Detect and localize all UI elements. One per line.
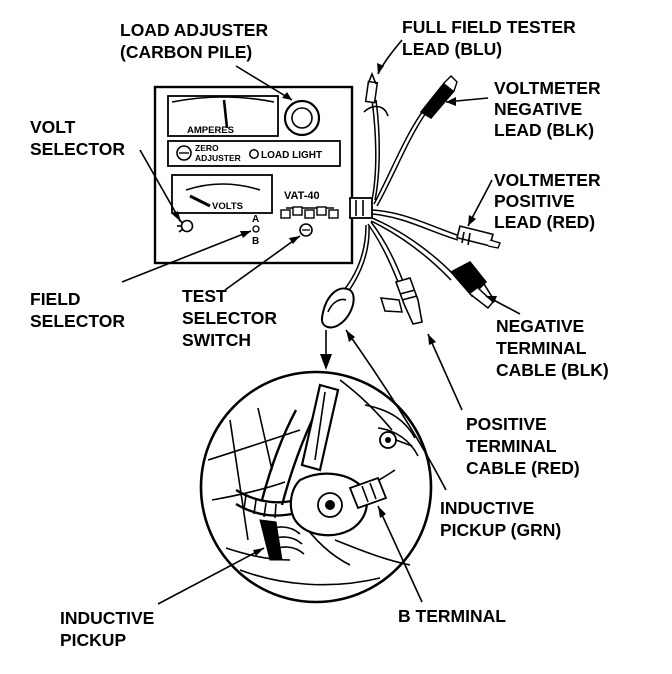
- svg-text:TERMINAL: TERMINAL: [466, 436, 557, 456]
- svg-text:SELECTOR: SELECTOR: [30, 311, 125, 331]
- load-adjuster-label: LOAD ADJUSTER (CARBON PILE): [120, 20, 268, 62]
- test-selector-bank: [280, 206, 339, 237]
- load-adjuster-knob: [283, 99, 321, 137]
- svg-text:TEST: TEST: [182, 286, 227, 306]
- zero-text: ZERO: [195, 143, 219, 153]
- svg-text:FULL FIELD TESTER: FULL FIELD TESTER: [402, 17, 576, 37]
- svg-text:TERMINAL: TERMINAL: [496, 338, 587, 358]
- callout-labels: LOAD ADJUSTER (CARBON PILE) FULL FIELD T…: [30, 17, 609, 650]
- inductive-pickup-label: INDUCTIVE PICKUP: [60, 608, 154, 650]
- svg-text:INDUCTIVE: INDUCTIVE: [60, 608, 154, 628]
- svg-text:VOLTMETER: VOLTMETER: [494, 78, 601, 98]
- field-selector: A B: [252, 214, 260, 247]
- svg-text:VOLT: VOLT: [30, 117, 76, 137]
- load-light-text: LOAD LIGHT: [261, 150, 322, 161]
- svg-text:SELECTOR: SELECTOR: [182, 308, 277, 328]
- field-selector-label: FIELD SELECTOR: [30, 289, 125, 331]
- tester-unit: AMPERES ZERO ADJUSTER LOAD LIGHT VOLTS V…: [153, 85, 373, 265]
- b-terminal-label: B TERMINAL: [398, 606, 506, 626]
- svg-text:LOAD ADJUSTER: LOAD ADJUSTER: [120, 20, 268, 40]
- test-selector-switch-label: TEST SELECTOR SWITCH: [182, 286, 277, 350]
- leader-lines: [121, 39, 521, 605]
- svg-text:POSITIVE: POSITIVE: [466, 414, 547, 434]
- svg-text:SWITCH: SWITCH: [182, 330, 251, 350]
- voltmeter-positive-lead-label: VOLTMETER POSITIVE LEAD (RED): [494, 170, 601, 232]
- svg-text:POSITIVE: POSITIVE: [494, 191, 575, 211]
- ammeter-gauge: AMPERES: [167, 95, 279, 137]
- volt-selector-label: VOLT SELECTOR: [30, 117, 125, 159]
- cables: [320, 71, 501, 329]
- svg-text:INDUCTIVE: INDUCTIVE: [440, 498, 534, 518]
- volts-text: VOLTS: [212, 201, 243, 212]
- full-field-tester-lead-label: FULL FIELD TESTER LEAD (BLU): [402, 17, 576, 59]
- svg-text:LEAD (RED): LEAD (RED): [494, 212, 595, 232]
- load-light-indicator: [249, 149, 259, 159]
- svg-text:NEGATIVE: NEGATIVE: [496, 316, 584, 336]
- positive-terminal-cable-label: POSITIVE TERMINAL CABLE (RED): [466, 414, 580, 478]
- svg-text:PICKUP (GRN): PICKUP (GRN): [440, 520, 561, 540]
- voltmeter-negative-lead-label: VOLTMETER NEGATIVE LEAD (BLK): [494, 78, 601, 140]
- svg-text:SELECTOR: SELECTOR: [30, 139, 125, 159]
- field-b-text: B: [252, 236, 259, 247]
- adjuster-text: ADJUSTER: [195, 153, 241, 163]
- model-text: VAT-40: [284, 190, 320, 202]
- voltmeter-gauge: VOLTS: [171, 174, 273, 214]
- inductive-pickup-grn-label: INDUCTIVE PICKUP (GRN): [440, 498, 561, 540]
- svg-text:VOLTMETER: VOLTMETER: [494, 170, 601, 190]
- svg-text:NEGATIVE: NEGATIVE: [494, 99, 582, 119]
- svg-text:LEAD (BLK): LEAD (BLK): [494, 120, 594, 140]
- svg-text:(CARBON PILE): (CARBON PILE): [120, 42, 252, 62]
- svg-text:LEAD (BLU): LEAD (BLU): [402, 39, 502, 59]
- negative-terminal-cable-label: NEGATIVE TERMINAL CABLE (BLK): [496, 316, 609, 380]
- volt-selector-knob: [177, 219, 194, 233]
- svg-text:PICKUP: PICKUP: [60, 630, 126, 650]
- field-a-text: A: [252, 214, 259, 225]
- engine-detail-view: [199, 370, 433, 604]
- cable-connector: [349, 197, 373, 219]
- svg-text:FIELD: FIELD: [30, 289, 81, 309]
- svg-text:CABLE (BLK): CABLE (BLK): [496, 360, 609, 380]
- svg-text:B TERMINAL: B TERMINAL: [398, 606, 506, 626]
- zero-adjuster-strip: ZERO ADJUSTER LOAD LIGHT: [167, 140, 341, 167]
- amperes-text: AMPERES: [187, 125, 234, 136]
- svg-text:CABLE (RED): CABLE (RED): [466, 458, 580, 478]
